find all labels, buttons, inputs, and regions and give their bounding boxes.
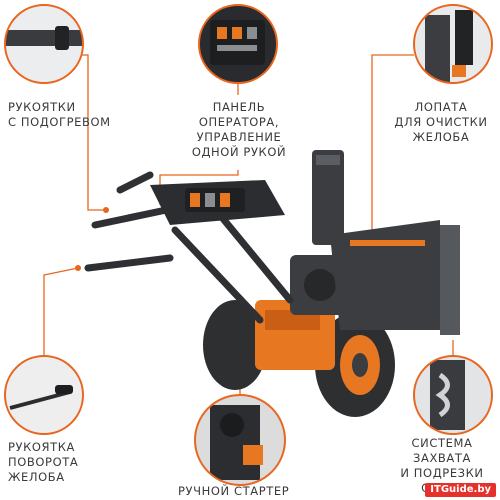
inset-chute-shovel: [413, 4, 493, 84]
callout-operator-panel: ПАНЕЛЬ ОПЕРАТОРА, УПРАВЛЕНИЕ ОДНОЙ РУКОЙ: [191, 100, 287, 159]
callout-chute-rotation-handle: РУКОЯТКА ПОВОРОТА ЖЕЛОБА: [8, 440, 79, 484]
watermark-badge: ITGuide.by: [425, 483, 496, 497]
inset-circles: [4, 4, 493, 486]
callout-heated-handles: РУКОЯТКИ С ПОДОГРЕВОМ: [8, 100, 111, 129]
inset-chute-rotation-handle: [4, 355, 84, 435]
inset-manual-starter: [194, 394, 286, 486]
inset-heated-handles: [4, 4, 84, 84]
inset-capture-system: [413, 355, 493, 435]
callout-chute-shovel: ЛОПАТА ДЛЯ ОЧИСТКИ ЖЕЛОБА: [394, 100, 488, 144]
chute: [312, 150, 344, 245]
callout-manual-starter: РУЧНОЙ СТАРТЕР: [178, 484, 290, 498]
inset-operator-panel: [198, 4, 278, 84]
frame-and-handles: [84, 171, 294, 324]
callout-capture-system: СИСТЕМА ЗАХВАТА И ПОДРЕЗКИ СНЕГА: [400, 436, 484, 495]
wheels: [203, 300, 395, 417]
control-panel: [150, 180, 285, 225]
auger-housing: [330, 220, 460, 335]
